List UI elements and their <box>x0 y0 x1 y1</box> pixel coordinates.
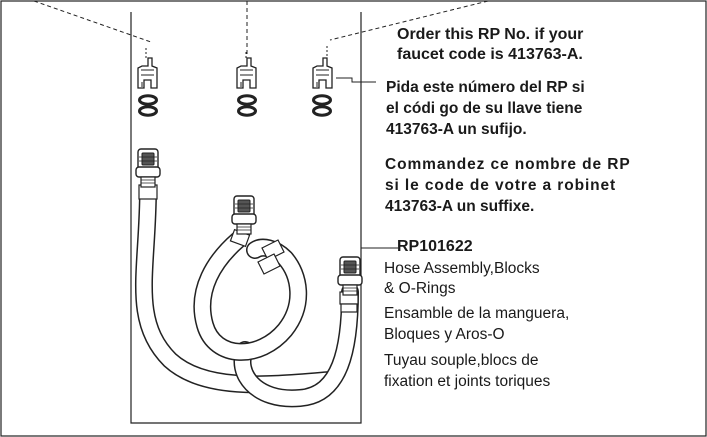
order-note-en-line1: Order this RP No. if your <box>397 26 584 43</box>
o-ring-right-bottom <box>312 105 332 117</box>
o-ring-center-bottom <box>237 105 257 117</box>
connector-left <box>135 148 161 188</box>
part-desc-fr-line1: Tuyau souple,blocs de <box>384 352 539 369</box>
leader-note <box>336 77 376 83</box>
o-ring-right-top <box>312 94 332 106</box>
part-desc-es-line2: Bloques y Aros-O <box>384 326 505 343</box>
part-desc-en-line1: Hose Assembly,Blocks <box>384 260 540 277</box>
o-ring-center-top <box>237 94 257 106</box>
inner-panel <box>130 12 362 424</box>
order-note-es-line1: Pida este número del RP si <box>386 79 585 96</box>
clip-block-right <box>312 57 333 89</box>
clip-block-center <box>236 57 257 89</box>
order-note-fr-line3: 413763-A un suffixe. <box>385 198 535 215</box>
dashed-callout-right <box>329 0 489 41</box>
connector-center <box>231 195 257 235</box>
part-desc-es-line1: Ensamble de la manguera, <box>384 305 570 322</box>
part-desc-en-line2: & O-Rings <box>384 280 456 297</box>
o-ring-left-top <box>138 94 158 106</box>
order-note-es-line2: el códi go de su llave tiene <box>386 100 583 117</box>
order-note-es-line3: 413763-A un sufijo. <box>386 121 527 138</box>
dashed-callout-left <box>33 0 152 43</box>
order-note-fr-line1: Commandez ce nombre de RP <box>385 156 631 173</box>
o-ring-left-bottom <box>138 105 158 117</box>
part-desc-fr-line2: fixation et joints toriques <box>384 373 551 390</box>
part-number: RP101622 <box>397 238 473 255</box>
hose-assembly <box>135 181 359 408</box>
order-note-fr-line2: si le code de votre a robinet <box>385 177 617 194</box>
clip-block-left <box>137 57 158 89</box>
order-note-en-line2: faucet code is 413763-A. <box>397 46 583 63</box>
